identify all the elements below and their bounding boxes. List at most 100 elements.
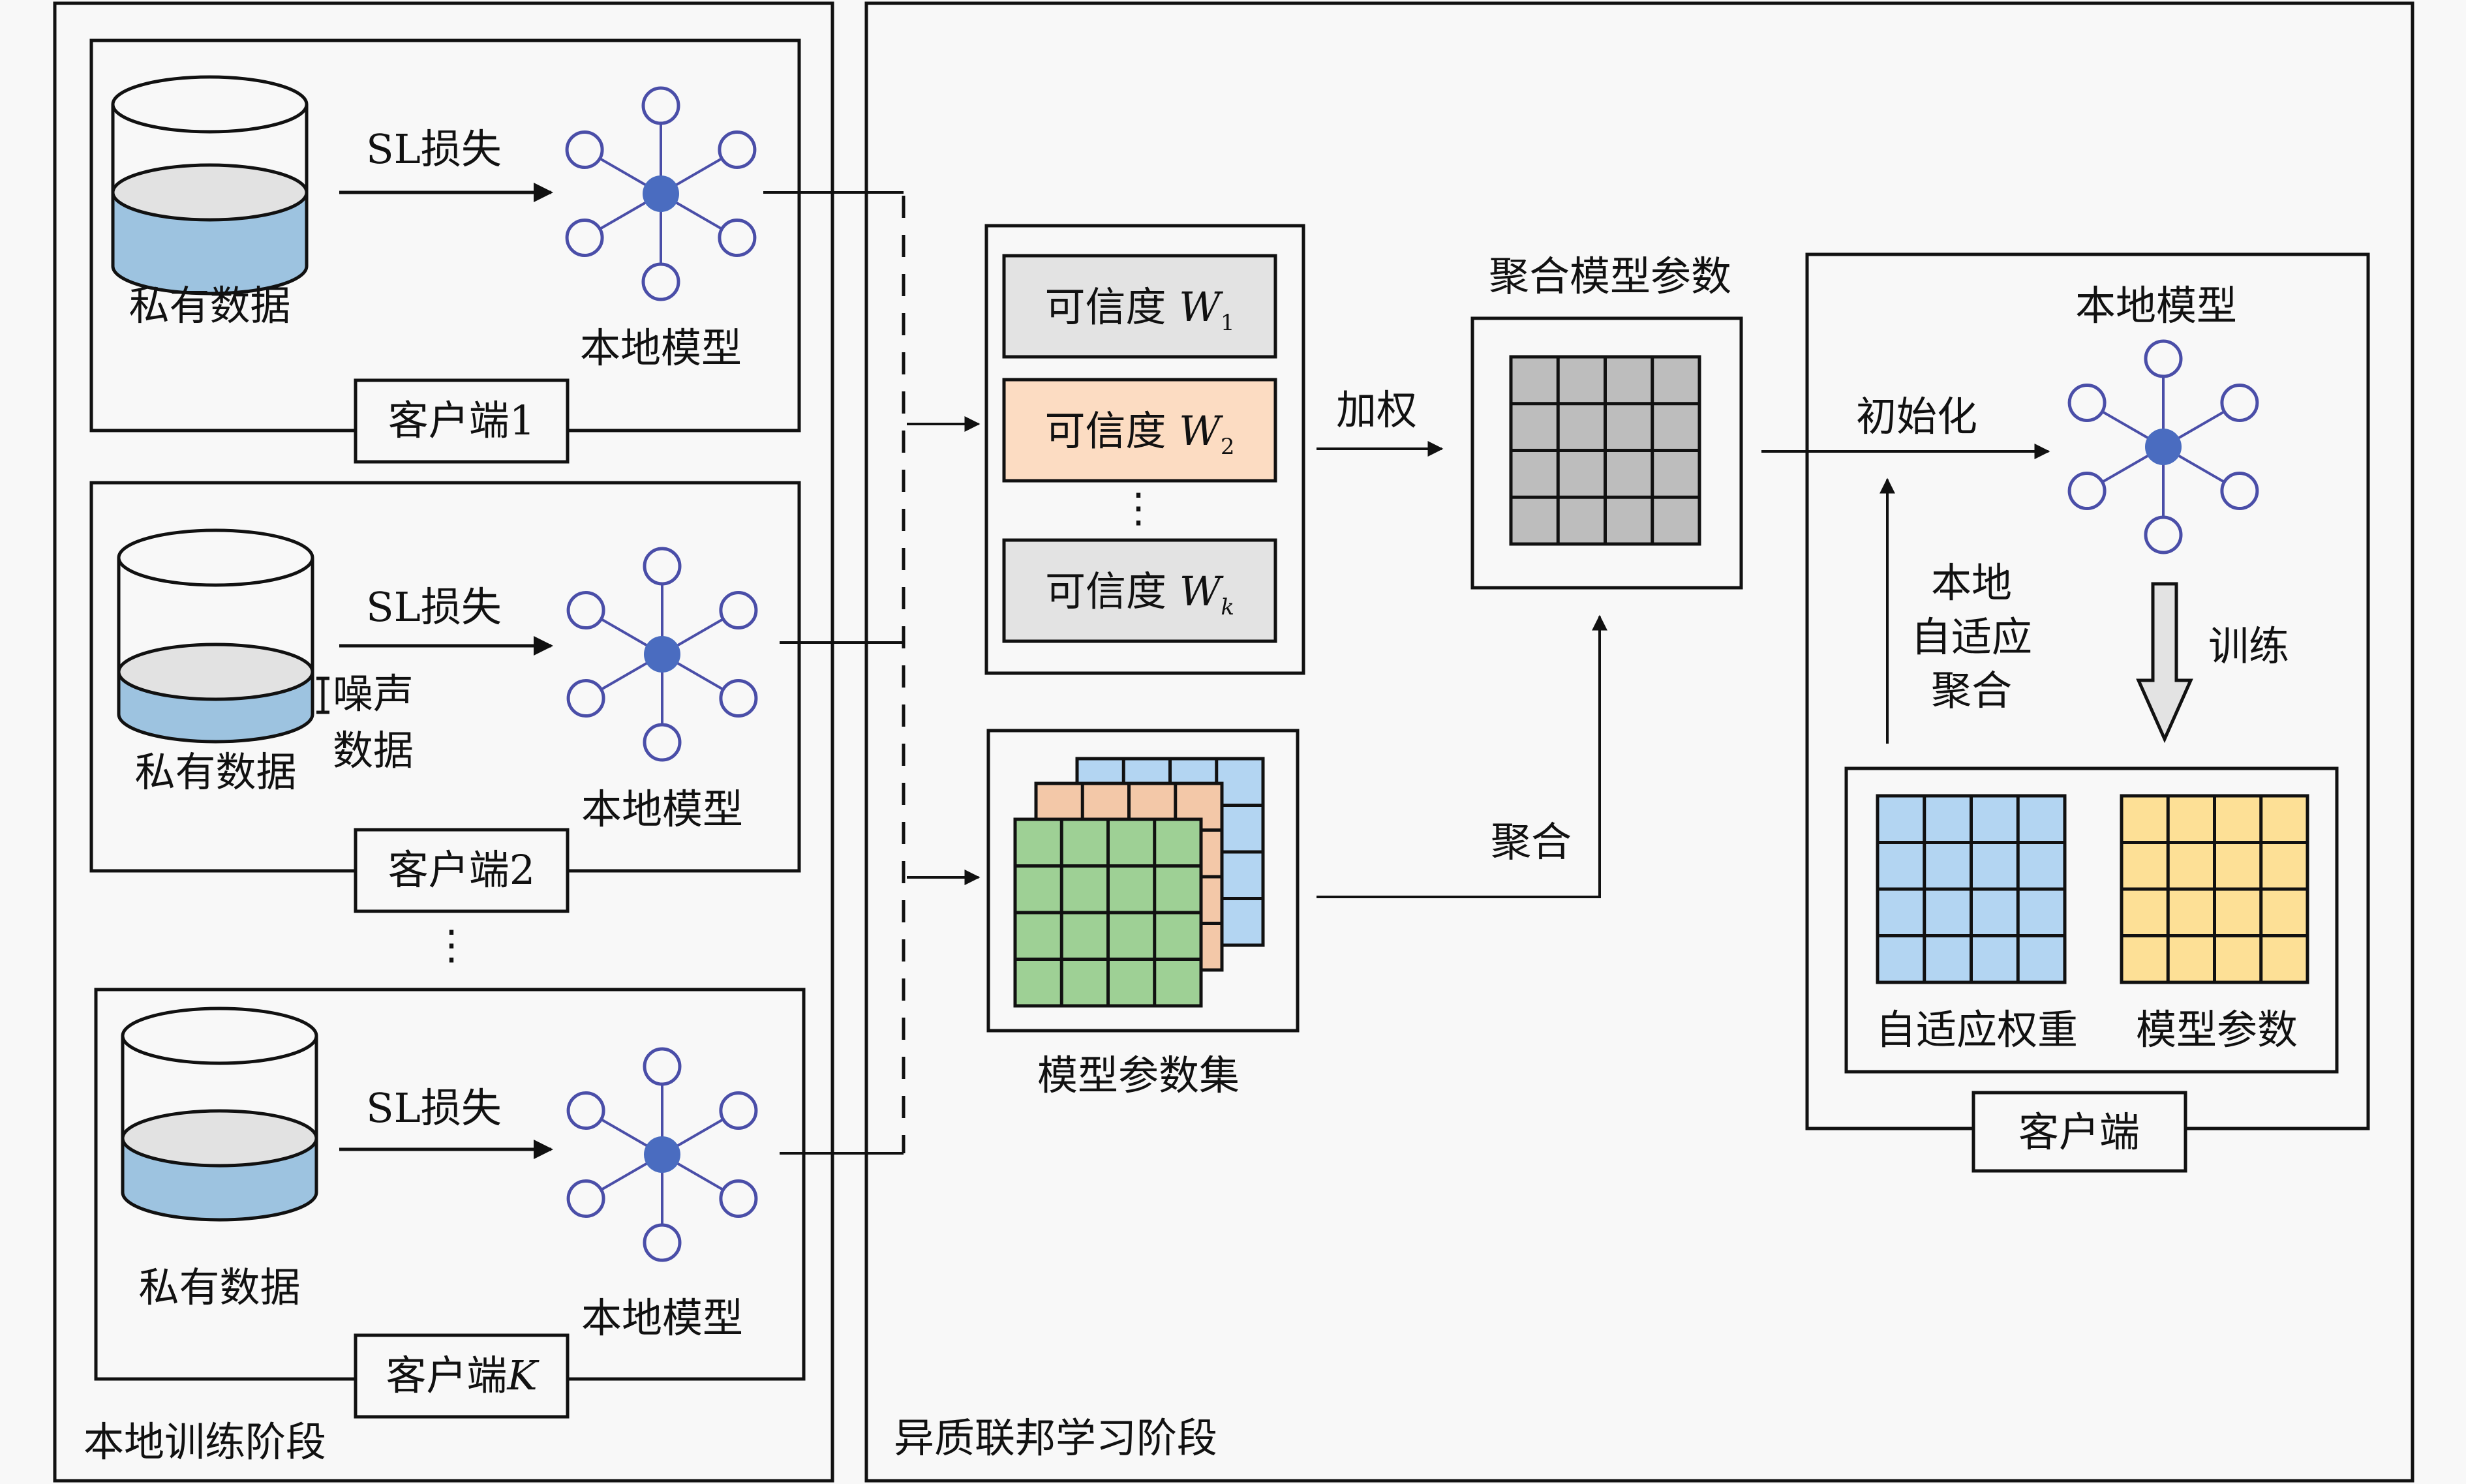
private-data-label: 私有数据: [138, 1264, 300, 1311]
database-cylinder-icon: [111, 75, 309, 295]
local-adaptive-label-1: 本地: [1931, 559, 2012, 607]
credibility-item-3: 可信度 Wk: [1002, 538, 1277, 643]
network-node: [719, 1179, 758, 1218]
model-params-grid: [2120, 794, 2309, 984]
local-model-label: 本地模型: [580, 324, 742, 372]
credibility-item-1: 可信度 W1: [1002, 254, 1277, 359]
client-model-network-icon: [2067, 339, 2259, 554]
credibility-item-2: 可信度 W2: [1002, 378, 1277, 483]
train-label: 训练: [2208, 622, 2289, 670]
client-label-box: [354, 378, 570, 464]
network-node: [566, 679, 605, 718]
aggregated-params-label: 聚合模型参数: [1489, 252, 1731, 300]
client-to-server-connectors: [763, 191, 981, 1155]
network-node: [718, 219, 757, 257]
credibility-label: 可信度 Wk: [1045, 568, 1234, 620]
init-label: 初始化: [1856, 393, 1977, 440]
network-node: [719, 679, 758, 718]
local-model-label: 本地模型: [581, 785, 743, 833]
network-model-icon: [2067, 339, 2259, 554]
network-node: [643, 1223, 682, 1262]
credibility-label: 可信度 W1: [1044, 283, 1234, 336]
network-hub: [644, 1136, 680, 1173]
local-adaptive-label-2: 自适应: [1911, 613, 2032, 661]
client-model-label: 本地模型: [2075, 282, 2237, 329]
credibility-label: 可信度 W2: [1044, 407, 1234, 460]
credibility-ellipsis: ⋮: [1118, 484, 1159, 532]
model-params-label: 模型参数: [2136, 1006, 2298, 1053]
client-label-box: [354, 1333, 570, 1419]
private-data-label: 私有数据: [129, 282, 290, 329]
credibility-list: 可信度 W1 可信度 W2 可信度 Wk: [1002, 254, 1277, 643]
noise-data-label: 数据: [333, 727, 414, 774]
aggregated-params-grid: [1509, 355, 1701, 546]
client-label-box: [354, 828, 570, 913]
client-param-grids: [1876, 794, 2309, 984]
network-node: [566, 591, 605, 629]
database-cylinder-icon: [117, 528, 314, 744]
local-stage-frame: [53, 1, 834, 1483]
database-cylinder-icon: [121, 1007, 318, 1222]
client-panel-label: 客户端: [2018, 1108, 2140, 1156]
adaptive-weights-label: 自适应权重: [1876, 1006, 2078, 1053]
network-node: [641, 262, 680, 301]
aggregate-path: [1317, 614, 1607, 898]
network-node: [2144, 515, 2183, 554]
network-node: [565, 130, 604, 169]
noise-bracket-icon: [316, 676, 329, 714]
network-node: [718, 130, 757, 169]
network-node: [565, 219, 604, 257]
network-node: [643, 723, 682, 762]
network-node: [719, 591, 758, 629]
sl-loss-label: SL损失: [366, 583, 502, 631]
local-stage-title: 本地训练阶段: [84, 1418, 326, 1466]
param-set-label: 模型参数集: [1037, 1052, 1240, 1099]
local-clients: 私有数据SL损失本地模型客户端1私有数据SL损失本地模型客户端2噪声数据私有数据…: [89, 38, 806, 1419]
aggregate-label: 聚合: [1491, 818, 1572, 866]
client-label: 客户端K: [386, 1352, 540, 1399]
federated-stage-title: 异质联邦学习阶段: [894, 1414, 1217, 1462]
network-node: [566, 1091, 605, 1130]
train-arrow-icon: [2136, 582, 2193, 744]
network-node: [719, 1091, 758, 1130]
local-adaptive-label-3: 聚合: [1931, 667, 2012, 714]
weighting-label: 加权: [1336, 386, 1417, 434]
aggregated-params-box: [1470, 316, 1743, 590]
network-model-icon: [566, 1047, 758, 1262]
sl-loss-label: SL损失: [366, 1084, 502, 1132]
network-hub: [644, 636, 680, 673]
sl-loss-label: SL损失: [366, 125, 502, 173]
network-node: [2067, 384, 2107, 422]
client-params-box: [1844, 766, 2339, 1074]
credibility-panel: [984, 224, 1305, 675]
private-data-label: 私有数据: [134, 748, 296, 796]
network-node: [566, 1179, 605, 1218]
network-node: [2220, 384, 2259, 422]
aggregated-grid: [1509, 355, 1701, 546]
network-node: [2067, 472, 2107, 510]
client-label: 客户端2: [388, 846, 535, 894]
local-model-label: 本地模型: [581, 1294, 743, 1342]
network-model-icon: [565, 86, 757, 301]
client-panel-label-box: [1971, 1091, 2187, 1173]
network-node: [643, 1047, 682, 1086]
param-set-stack: [1013, 757, 1265, 1008]
client-ellipsis: ⋮: [431, 921, 472, 969]
network-hub: [2145, 429, 2182, 465]
network-node: [2144, 339, 2183, 378]
param-grid-green: [1013, 817, 1203, 1008]
network-model-icon: [566, 547, 758, 762]
network-node: [641, 86, 680, 125]
federated-stage-frame: [864, 1, 2414, 1483]
client-label: 客户端1: [388, 397, 535, 444]
network-hub: [643, 175, 679, 212]
network-node: [643, 547, 682, 586]
noise-data-label: 噪声: [333, 670, 414, 718]
network-node: [2220, 472, 2259, 510]
adaptive-weights-grid: [1876, 794, 2067, 984]
